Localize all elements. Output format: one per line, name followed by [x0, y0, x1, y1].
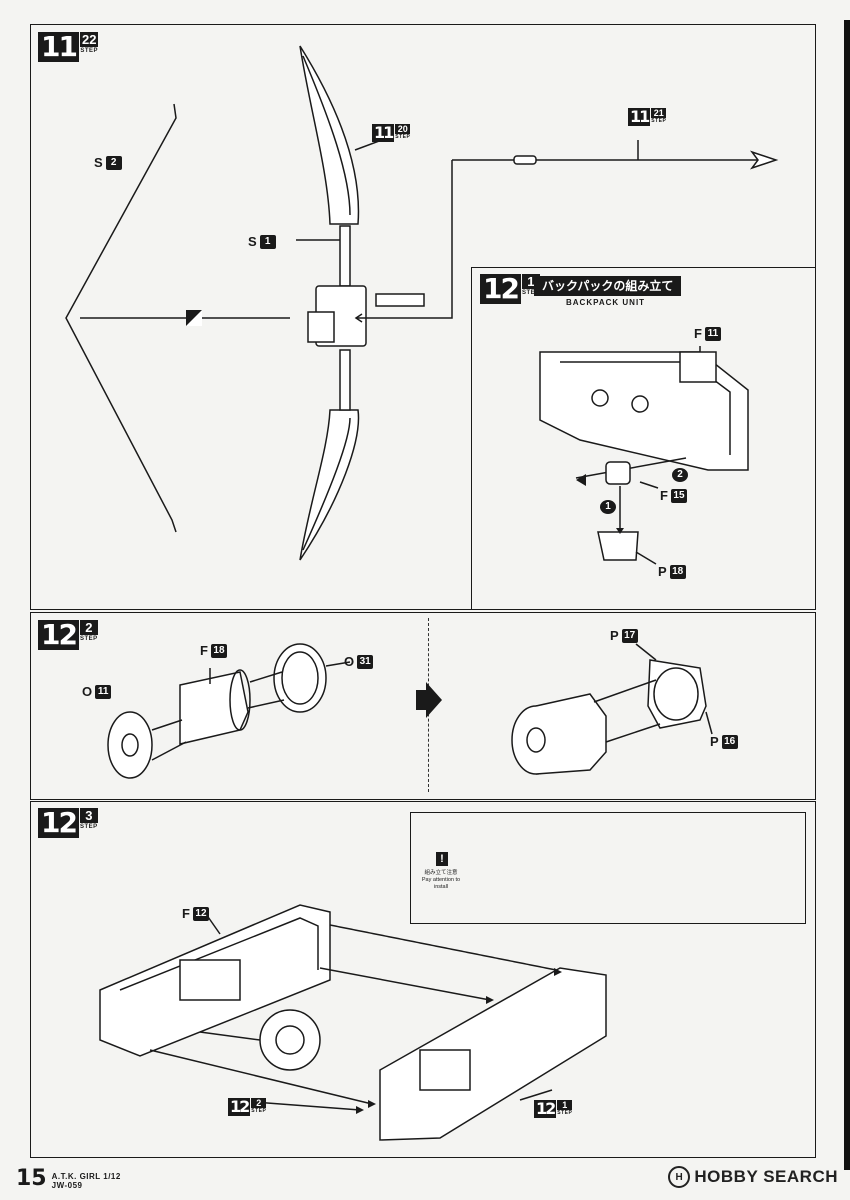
frame-f11-assembly-drawing [379, 967, 607, 1141]
step-main-number: 12 [38, 620, 79, 650]
bow-upper-limb [299, 45, 360, 225]
step-12-2-badge: 12 2 STEP [38, 620, 98, 650]
step-main-number: 12 [480, 274, 521, 304]
part-letter: O [82, 684, 93, 699]
hobby-search-logo-icon: H [668, 1166, 691, 1188]
part-letter: F [694, 326, 702, 341]
part-f18-drawing [179, 671, 249, 745]
step-main-number: 11 [372, 123, 394, 142]
step-word: STEP [79, 636, 98, 642]
step-12-1-frame [471, 267, 816, 610]
ref-step-12-2-badge: 12 2 STEP [228, 1097, 267, 1116]
step-word: STEP [651, 118, 667, 124]
step-word: STEP [521, 290, 540, 296]
part-label-f12: F 12 [182, 906, 209, 921]
marker-number: 1 [600, 500, 616, 514]
step-word: STEP [80, 48, 99, 54]
part-letter: O [344, 654, 355, 669]
step-main-number: 12 [534, 1099, 556, 1118]
part-letter: P [710, 734, 719, 749]
part-number: 2 [105, 155, 122, 170]
step-sub-number: 20 [395, 124, 411, 134]
part-label-p18: P 18 [658, 564, 686, 579]
part-label-f18: F 18 [200, 643, 227, 658]
notice-en: Pay attention to install [421, 877, 461, 890]
part-number: 18 [669, 564, 686, 579]
part-number: 16 [721, 734, 738, 749]
marker-number: 2 [672, 468, 688, 482]
step-main-number: 12 [228, 1097, 250, 1116]
step-12-1-badge: 12 1 STEP [480, 274, 540, 304]
part-label-f11: F 11 [694, 326, 721, 341]
product-code: JW-059 [51, 1181, 83, 1190]
step-11-22-badge: 11 22 STEP [38, 32, 99, 62]
proceed-arrow [416, 682, 442, 718]
part-number: 12 [192, 906, 209, 921]
step-sub-number: 22 [79, 32, 99, 47]
part-number: 15 [670, 488, 687, 503]
part-label-p17: P 17 [610, 628, 638, 643]
attention-notice-box [410, 812, 806, 924]
part-letter: S [94, 155, 103, 170]
order-marker-1: 1 [600, 500, 616, 514]
part-label-f15: F 15 [660, 488, 687, 503]
step-12-3-frame [30, 801, 816, 1158]
step-main-number: 12 [38, 808, 79, 838]
part-letter: F [182, 906, 190, 921]
step-sub-number: 2 [79, 620, 98, 635]
watermark-text: HOBBY SEARCH [694, 1167, 838, 1186]
step-main-number: 11 [38, 32, 79, 62]
part-label-o11: O 11 [82, 684, 112, 699]
order-marker-2: 2 [672, 468, 688, 482]
step-word: STEP [79, 824, 98, 830]
part-letter: P [658, 564, 667, 579]
product-info: A.T.K. GIRL 1/12 JW-059 [52, 1172, 121, 1190]
step-sub-number: 21 [651, 108, 667, 118]
ref-step-12-1-badge: 12 1 STEP [534, 1099, 573, 1118]
notice-jp: 組み立て注意 [424, 870, 458, 876]
part-number: 17 [621, 628, 638, 643]
part-letter: F [200, 643, 208, 658]
part-o11-drawing [107, 711, 153, 779]
cylinder-subassembly [259, 1009, 321, 1071]
part-letter: S [248, 234, 257, 249]
bowstring-drawing [65, 103, 177, 533]
part-label-p16: P 16 [710, 734, 738, 749]
part-number: 1 [259, 234, 276, 249]
product-title: A.T.K. GIRL 1/12 [51, 1172, 121, 1181]
part-p18-drawing [597, 531, 639, 561]
step-word: STEP [251, 1108, 267, 1114]
step-sub-number: 1 [557, 1100, 573, 1110]
part-letter: P [610, 628, 619, 643]
step-sub-number: 2 [251, 1098, 267, 1108]
step-11-20-badge: 11 20 STEP [372, 123, 411, 142]
page-number: 15 [16, 1166, 47, 1191]
step-12-2-frame [30, 612, 816, 800]
attention-notice-text: 組み立て注意 Pay attention to install [418, 870, 464, 891]
part-number: 31 [357, 654, 374, 669]
part-p16-17-drawing [647, 659, 707, 729]
part-number: 11 [704, 326, 721, 341]
step-main-number: 11 [628, 107, 650, 126]
part-label-o31: O 31 [344, 654, 374, 669]
step-word: STEP [395, 134, 411, 140]
page-footer: 15 A.T.K. GIRL 1/12 JW-059 [16, 1166, 121, 1191]
step-12-1-title-jp: バックパックの組み立て [534, 276, 682, 296]
warning-icon: ! [436, 852, 448, 866]
step-12-3-badge: 12 3 STEP [38, 808, 98, 838]
watermark: H HOBBY SEARCH [668, 1166, 838, 1188]
part-number: 18 [210, 643, 227, 658]
step-11-21-badge: 11 21 STEP [628, 107, 667, 126]
part-f15-drawing [605, 461, 631, 485]
page-edge-bar [844, 20, 850, 1170]
part-label-s2: S 2 [94, 155, 122, 170]
step-word: STEP [557, 1110, 573, 1116]
part-number: 11 [95, 684, 112, 699]
step-12-1-title-en: BACKPACK UNIT [566, 298, 646, 307]
part-letter: F [660, 488, 668, 503]
part-label-s1: S 1 [248, 234, 276, 249]
step-sub-number: 3 [79, 808, 98, 823]
